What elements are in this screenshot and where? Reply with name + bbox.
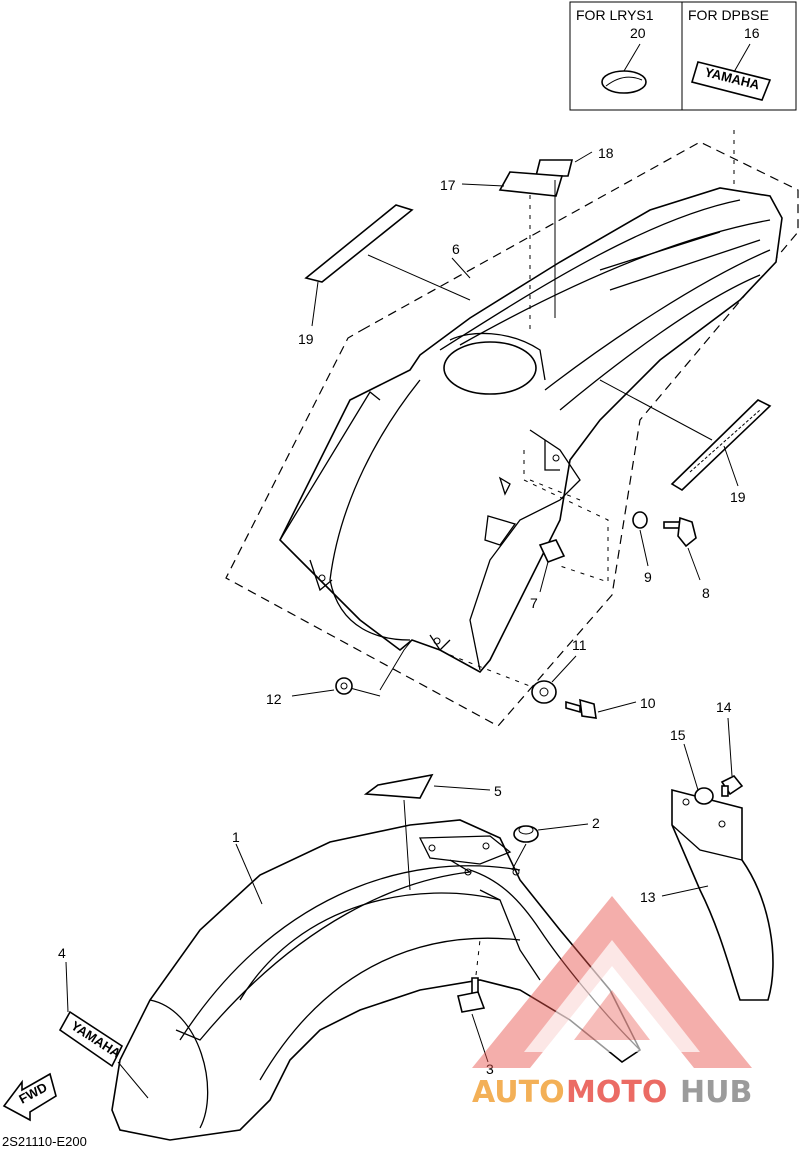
callout-3: 3 <box>486 1061 494 1077</box>
label-18-icon <box>534 159 574 177</box>
callout-6: 6 <box>452 241 460 257</box>
rear-fender-outline-frame <box>225 141 799 727</box>
mud-guard <box>671 788 774 1001</box>
bolt-14-icon <box>720 774 744 797</box>
inset-left-label: FOR LRYS1 <box>576 7 654 23</box>
callout-13: 13 <box>640 889 656 905</box>
watermark-triangle-icon <box>472 896 752 1068</box>
callout-1: 1 <box>232 829 240 845</box>
watermark-text-hub: HUB <box>680 1075 752 1110</box>
callout-17: 17 <box>440 177 456 193</box>
grommet-2-icon <box>513 825 539 843</box>
callout-9: 9 <box>644 569 652 585</box>
rear-fender <box>279 187 783 674</box>
decal-4-icon: YAMAHA <box>58 1010 124 1068</box>
washer-11-icon <box>531 680 557 704</box>
bolt-8-icon <box>663 516 697 548</box>
washer-15-icon <box>694 787 714 805</box>
inset-right-label: FOR DPBSE <box>688 7 769 23</box>
forward-arrow-icon: FWD <box>2 1072 57 1122</box>
callout-10: 10 <box>640 695 656 711</box>
callout-8: 8 <box>702 585 710 601</box>
callout-5: 5 <box>494 783 502 799</box>
diagram-code: 2S21110-E200 <box>2 1134 87 1149</box>
callout-19-left: 19 <box>298 331 314 347</box>
callout-18: 18 <box>598 145 614 161</box>
callout-4: 4 <box>58 945 66 961</box>
inset-right-number: 16 <box>744 25 760 41</box>
watermark-logo: AUTO MOTO HUB <box>472 896 752 1110</box>
callout-15: 15 <box>670 727 686 743</box>
grommet-12-icon <box>335 677 353 695</box>
callout-7: 7 <box>530 595 538 611</box>
callout-12: 12 <box>266 691 282 707</box>
variant-inset-box: FOR LRYS1 20 FOR DPBSE 16 YAMAHA <box>569 1 797 111</box>
inset-left-number: 20 <box>630 25 646 41</box>
bolt-3-icon <box>457 977 486 1013</box>
watermark-text-auto: AUTO <box>472 1075 565 1110</box>
callout-19-right: 19 <box>730 489 746 505</box>
callout-14: 14 <box>716 699 732 715</box>
decal-16-icon <box>690 61 772 101</box>
nut-7-icon <box>538 539 566 564</box>
label-17-icon <box>498 171 564 197</box>
watermark-text-moto: MOTO <box>566 1075 667 1110</box>
washer-9-icon <box>632 511 648 529</box>
callout-2: 2 <box>592 815 600 831</box>
label-5-icon <box>363 773 434 799</box>
bolt-10-icon <box>565 698 597 719</box>
side-decal-19-left-icon <box>304 204 414 283</box>
emblem-icon <box>601 70 647 94</box>
callout-11: 11 <box>572 637 587 653</box>
